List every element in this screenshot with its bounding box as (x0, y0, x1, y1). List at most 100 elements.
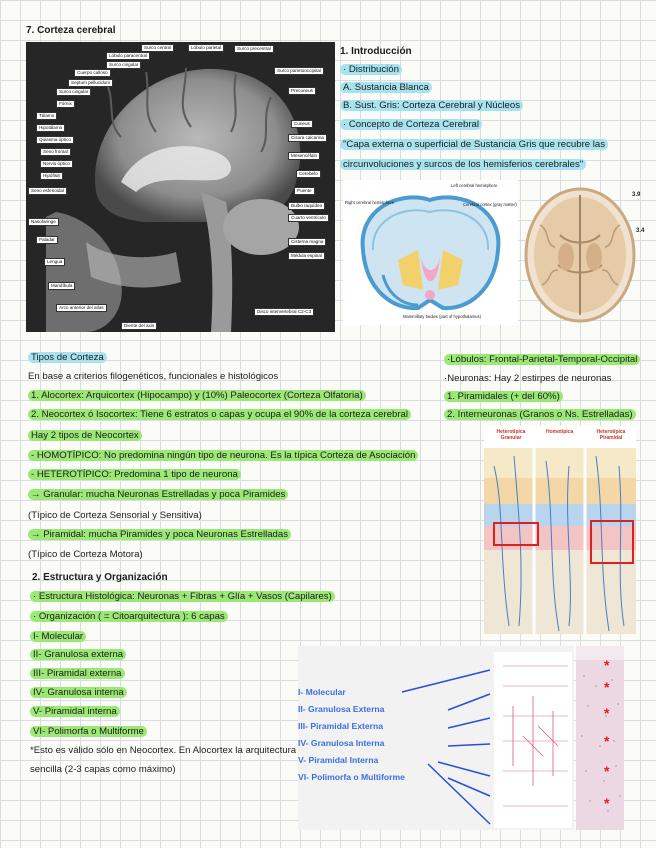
lobulos-line: 1. Piramidales (+ del 60%) (444, 391, 563, 403)
mri-label: Cerebelo (296, 170, 321, 178)
mri-label: Cisura calcarina (288, 134, 327, 142)
layers-arrows (401, 652, 572, 828)
mri-label: Septum pellucidum (68, 79, 114, 87)
mri-label: Paladar (36, 236, 58, 244)
svg-text:*: * (604, 679, 610, 695)
capa-item: IV- Granulosa interna (30, 687, 127, 699)
mri-label: Precuneus (288, 87, 316, 95)
mri-label: Surco cingular (56, 88, 92, 96)
mri-label: Disco intervertebral C2-C3 (254, 308, 315, 316)
mri-label: Arco anterior del atlas (56, 304, 107, 312)
tipos-line: (Típico de Corteza Sensorial y Sensitiva… (28, 510, 202, 521)
estructura-line: · Organización ( = Citoarquitectura ): 6… (30, 611, 228, 623)
intro-item: · Concepto de Corteza Cerebral (340, 119, 482, 131)
mri-label: Surco central (141, 44, 175, 52)
tipos-line: - HOMOTÍPICO: No predomina ningún tipo d… (28, 450, 419, 462)
axial-brain-illustration: 3.9 3.4 (520, 185, 650, 325)
tipos-line: (Típico de Corteza Motora) (28, 549, 143, 560)
mri-label: Surco cingular (106, 61, 142, 69)
axial-drawing (524, 187, 636, 323)
mri-label: Médula espinal (288, 252, 325, 260)
panel-label: Homotípica (546, 429, 574, 435)
estructura-note: *Esto es válido sólo en Neocortex. En Al… (30, 745, 298, 756)
mri-label: Mandíbula (48, 282, 76, 290)
svg-text:*: * (604, 657, 610, 673)
mri-label: Fórnix (56, 100, 75, 108)
coronal-label: Cerebral cortex (gray matter) (463, 202, 517, 207)
tipos-line: 1. Alocortex: Arquicortex (Hipocampo) y … (28, 390, 366, 402)
mri-label: Lóbulo parietal (188, 44, 225, 52)
layer-label: IV- Granulosa Interna (298, 738, 385, 748)
mri-label: Mesencéfalo (288, 152, 321, 160)
mri-label: Hipotálamo (36, 124, 66, 132)
coronal-drawing (360, 195, 501, 311)
coronal-label: Left cerebral hemisphere (451, 183, 498, 188)
intro-heading: 1. Introducción (340, 46, 412, 57)
histology-drawing: * * * * * * (576, 646, 624, 830)
cortex-types-drawing (484, 426, 636, 634)
estructura-line: · Estructura Histológica: Neuronas + Fib… (30, 591, 335, 603)
mri-label: Cisterna magna (288, 238, 327, 246)
tipos-line: - HETEROTÍPICO: Predomina 1 tipo de neur… (28, 469, 241, 481)
capa-item: II- Granulosa externa (30, 649, 127, 661)
page-title: 7. Corteza cerebral (26, 25, 116, 36)
tipos-line: 2. Neocortex ó Isocortex: Tiene 6 estrat… (28, 409, 412, 421)
capa-item: I- Molecular (30, 631, 87, 643)
mri-label: Nervio óptico (40, 160, 73, 168)
mri-label: Puente (294, 187, 315, 195)
intro-item: B. Sust. Gris: Corteza Cerebral y Núcleo… (340, 100, 524, 112)
mri-label: Diente del axis (121, 322, 158, 330)
capa-item: VI- Polimorfa o Multiforme (30, 726, 147, 738)
svg-text:*: * (604, 795, 610, 811)
svg-text:*: * (604, 705, 610, 721)
tipos-line: En base a criterios filogenéticos, funci… (28, 371, 279, 382)
coronal-label: Mammillary bodies (part of hypothalamus) (403, 314, 481, 319)
capa-item: III- Piramidal externa (30, 668, 125, 680)
mri-label: Lengua (44, 258, 66, 266)
tipos-line: → Granular: mucha Neuronas Estrelladas y… (28, 489, 289, 501)
mri-sagittal-image: Surco central Lóbulo parietal Surco prec… (26, 42, 335, 332)
coronal-brain-illustration: Right cerebral hemisphere Left cerebral … (343, 180, 518, 325)
panel-label: Heterotípica Granular (496, 429, 526, 441)
mri-label: Tálamo (36, 112, 58, 120)
cortex-types-illustration: Heterotípica Granular Homotípica Heterot… (484, 426, 636, 634)
mri-label: Seno esfenoidal (28, 187, 67, 195)
lobulos-line: ·Neuronas: Hay 2 estirpes de neuronas (444, 373, 612, 384)
layer-label: III- Piramidal Externa (298, 721, 384, 731)
svg-text:*: * (604, 763, 610, 779)
coronal-label: Right cerebral hemisphere (345, 200, 395, 205)
capa-item: V- Piramidal interna (30, 706, 120, 718)
cortex-layers-diagram: I- Molecular II- Granulosa Externa III- … (298, 646, 574, 830)
lobulos-line: 2. Interneuronas (Granos o Ns. Estrellad… (444, 409, 636, 421)
mri-label: Seno frontal (40, 148, 71, 156)
layer-label: II- Granulosa Externa (298, 704, 385, 714)
mri-label: Cuerpo calloso (74, 69, 111, 77)
intro-item: · Distribución (340, 64, 402, 76)
mri-label: Hipófisis (40, 172, 64, 180)
mri-label: Cuarto ventrículo (288, 214, 329, 222)
axial-label: 3.4 (636, 228, 645, 234)
layer-label: VI- Polimorfa o Multiforme (298, 772, 405, 782)
mri-label: Bulbo raquídeo (288, 202, 326, 210)
tipos-line: → Piramidal: mucha Piramides y poca Neur… (28, 529, 292, 541)
cortex-histology-image: * * * * * * (576, 646, 624, 830)
axial-label: 3.9 (632, 192, 641, 198)
mri-label: Lóbulo paracentral (106, 52, 151, 60)
mri-label: Nasofaringe (28, 218, 59, 226)
mri-label: Surco precentral (234, 45, 274, 53)
estructura-note: sencilla (2-3 capas como máximo) (30, 764, 176, 775)
lobulos-line: ·Lóbulos: Frontal-Parietal-Temporal-Occi… (444, 354, 641, 366)
layer-label: V- Piramidal Interna (298, 755, 379, 765)
tipos-heading: Tipos de Corteza (28, 352, 107, 364)
mri-label: Surco parietooccipital (274, 67, 324, 75)
panel-label: Heterotípica Piramidal (596, 429, 626, 441)
mri-label: Cuneus (291, 120, 313, 128)
tipos-line: Hay 2 tipos de Neocortex (28, 430, 142, 442)
mri-brain-drawing (26, 42, 335, 332)
svg-text:*: * (604, 733, 610, 749)
intro-item: "Capa externa o superficial de Sustancia… (340, 139, 609, 151)
mri-label: Quiasma óptico (36, 136, 74, 144)
layer-label: I- Molecular (298, 687, 346, 697)
estructura-heading: 2. Estructura y Organización (32, 572, 168, 583)
intro-item: A. Sustancia Blanca (340, 82, 432, 94)
